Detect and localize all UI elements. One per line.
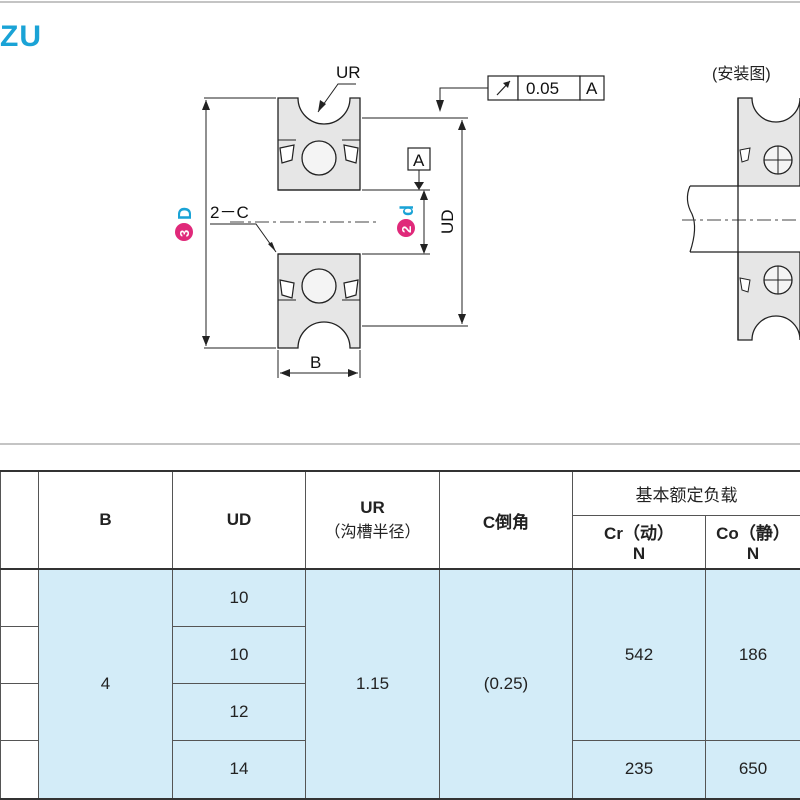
cell-ud: 12: [172, 682, 306, 741]
cell-co: 650: [705, 739, 800, 800]
row-id-cell: [0, 626, 39, 684]
series-title: ZU: [0, 20, 42, 53]
table-row: 4 10 1.15 (0.25) 542 186: [0, 567, 800, 800]
header-blank: [0, 470, 39, 570]
ur-label: UR: [336, 63, 361, 82]
badge-2-icon: [397, 219, 415, 237]
header-cr-unit: N: [632, 544, 646, 564]
chamfer-label: 2－C: [210, 203, 249, 222]
row-id-cell: [0, 568, 39, 628]
tolerance-value: 0.05: [526, 79, 559, 98]
row-id-cell: [0, 739, 39, 800]
technical-drawing: UR 2－C A UD 0.05 A: [0, 1, 800, 445]
cell-ur: 1.15: [305, 568, 440, 800]
header-co-main: Co（静）: [716, 524, 790, 544]
header-load-group: 基本额定负载: [572, 470, 800, 516]
badge-3-icon: [175, 223, 193, 241]
badge-2-letter: d: [397, 205, 417, 216]
cell-ud: 14: [172, 739, 306, 800]
cell-c: (0.25): [439, 568, 573, 800]
cell-cr: 542: [572, 567, 706, 741]
mount-upper-section: [737, 97, 800, 187]
cell-ud: 10: [172, 568, 306, 628]
ud-label: UD: [438, 209, 457, 234]
cell-b: 4: [38, 568, 173, 800]
lower-ball: [301, 268, 337, 304]
header-b: B: [38, 470, 173, 570]
header-c: C倒角: [439, 470, 573, 570]
mount-lower-section: [737, 251, 800, 341]
header-ur: UR （沟槽半径）: [305, 470, 440, 570]
header-co-unit: N: [746, 544, 760, 564]
mount-caption: (安装图): [712, 66, 771, 83]
cell-ud: 10: [172, 626, 306, 684]
badge-2-number: 2: [399, 226, 414, 233]
upper-ball: [301, 140, 337, 176]
row-id-cell: [0, 682, 39, 741]
header-ur-main: UR: [360, 498, 385, 517]
header-ud: UD: [172, 470, 306, 570]
badge-3-number: 3: [177, 230, 192, 237]
shaft-break-icon: [686, 185, 696, 253]
cell-cr: 235: [572, 739, 706, 800]
drawing-panel: ZU (安装图) UR: [0, 0, 800, 446]
tolerance-datum-ref: A: [586, 79, 598, 98]
table-row: 12: [0, 682, 800, 741]
header-cr-main: Cr（动）: [604, 524, 674, 544]
table-row: 14 235 650: [0, 739, 800, 800]
cell-co: 186: [705, 567, 800, 741]
b-label: B: [310, 353, 321, 372]
header-co: Co（静） N: [705, 514, 800, 570]
table-row: 10: [0, 626, 800, 684]
badge-3-letter: D: [175, 207, 195, 220]
header-ur-sub: （沟槽半径）: [324, 524, 421, 541]
spec-table: B UD UR （沟槽半径） C倒角 基本额定负载 Cr（动） N Co（静） …: [0, 470, 800, 800]
datum-box-label: A: [413, 151, 425, 170]
header-cr: Cr（动） N: [572, 514, 706, 570]
